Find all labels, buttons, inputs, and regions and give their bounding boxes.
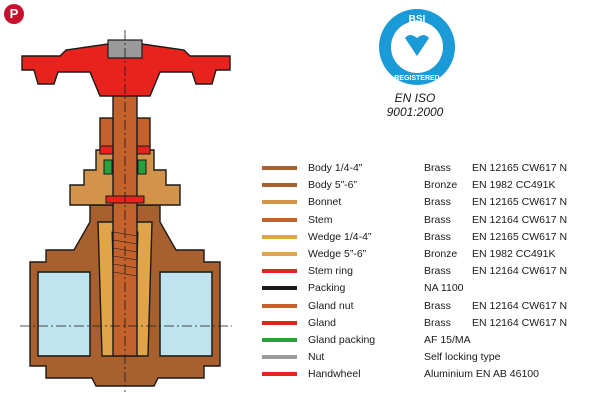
legend-standard: EN 12164 CW617 N [472, 316, 568, 329]
legend-swatch [262, 320, 297, 325]
legend-row: Bonnet Brass EN 12165 CW617 N [262, 194, 592, 211]
legend-part: Gland packing [308, 333, 376, 346]
legend-material: Brass [424, 213, 451, 226]
legend-swatch [262, 183, 297, 188]
legend-swatch [262, 200, 297, 205]
legend-standard: EN 12165 CW617 N [472, 162, 568, 174]
legend-row: Wedge 1/4-4” Brass EN 12165 CW617 N [262, 229, 592, 246]
legend-standard: EN 1982 CC491K [472, 247, 556, 260]
legend-material: Bronze [424, 179, 458, 192]
legend-part: Handwheel [308, 368, 361, 381]
legend-row: Body 5”-6” Bronze EN 1982 CC491K [262, 177, 592, 194]
gland-packing-left [103, 159, 113, 175]
legend-swatch [262, 269, 297, 274]
legend-row: Stem ring Brass EN 12164 CW617 N [262, 263, 592, 280]
brand-logo: P [4, 4, 24, 24]
legend-material: Brass [424, 265, 451, 278]
handwheel [21, 43, 231, 97]
legend-material: NA 1100 [424, 282, 464, 295]
legend-material: Brass [424, 162, 451, 174]
legend-row: Packing NA 1100 [262, 280, 592, 297]
legend-swatch [262, 286, 297, 291]
legend-part: Body 1/4-4” [308, 162, 363, 174]
iso-line-1: EN ISO [394, 91, 436, 105]
bsi-label: BSI [409, 14, 426, 25]
legend-material: Brass [424, 316, 451, 329]
gland-left [99, 145, 115, 155]
legend-swatch [262, 234, 297, 239]
legend-swatch [262, 303, 297, 308]
legend-part: Body 5”-6” [308, 179, 358, 192]
legend-swatch [262, 166, 297, 170]
bore-left [37, 271, 91, 357]
legend-row: Handwheel Aluminium EN AB 46100 [262, 366, 592, 383]
legend-part: Stem ring [308, 265, 353, 278]
legend-row: Body 1/4-4” Brass EN 12165 CW617 N [262, 160, 592, 177]
legend-swatch [262, 337, 297, 342]
legend-row: Nut Self locking type [262, 349, 592, 366]
legend-material: Aluminium EN AB 46100 [424, 368, 539, 381]
legend-material: Bronze [424, 247, 458, 260]
legend-row: Gland nut Brass EN 12164 CW617 N [262, 298, 592, 315]
iso-standard: EN ISO 9001:2000 [360, 91, 470, 119]
legend-material: Brass [424, 230, 451, 243]
bsi-registered-badge: BSI REGISTERED [379, 9, 455, 85]
legend-material: Brass [424, 299, 451, 312]
legend-part: Gland [308, 316, 337, 329]
parts-legend: Body 1/4-4” Brass EN 12165 CW617 N Body 5”… [262, 160, 592, 383]
legend-material: AF 15/MA [424, 333, 471, 346]
legend-part: Bonnet [308, 196, 342, 209]
legend-material: Self locking type [424, 351, 501, 364]
legend-swatch [262, 251, 297, 256]
gland-packing-right [137, 159, 147, 175]
legend-row: Stem Brass EN 12164 CW617 N [262, 212, 592, 229]
legend-part: Wedge 1/4-4” [308, 230, 372, 243]
legend-row: Gland Brass EN 12164 CW617 N [262, 315, 592, 332]
gland-right [135, 145, 151, 155]
registered-label: REGISTERED [394, 75, 440, 82]
legend-standard: EN 12164 CW617 N [472, 265, 568, 278]
legend-standard: EN 12164 CW617 N [472, 213, 568, 226]
legend-standard: EN 12165 CW617 N [472, 196, 568, 209]
legend-row: Gland packing AF 15/MA [262, 332, 592, 349]
legend-part: Gland nut [308, 299, 354, 312]
legend-standard: EN 12164 CW617 N [472, 299, 568, 312]
legend-swatch [262, 355, 297, 360]
legend-part: Packing [308, 282, 346, 295]
iso-line-2: 9001:2000 [386, 105, 444, 119]
legend-material: Brass [424, 196, 451, 209]
legend-swatch [262, 217, 297, 222]
legend-part: Stem [308, 213, 333, 226]
legend-row: Wedge 5”-6” Bronze EN 1982 CC491K [262, 246, 592, 263]
bsi-heart-icon [405, 35, 429, 56]
legend-standard: EN 12165 CW617 N [472, 230, 568, 243]
legend-standard: EN 1982 CC491K [472, 179, 556, 192]
legend-part: Wedge 5”-6” [308, 247, 367, 260]
bore-right [159, 271, 213, 357]
legend-part: Nut [308, 351, 325, 364]
legend-swatch [262, 372, 297, 377]
